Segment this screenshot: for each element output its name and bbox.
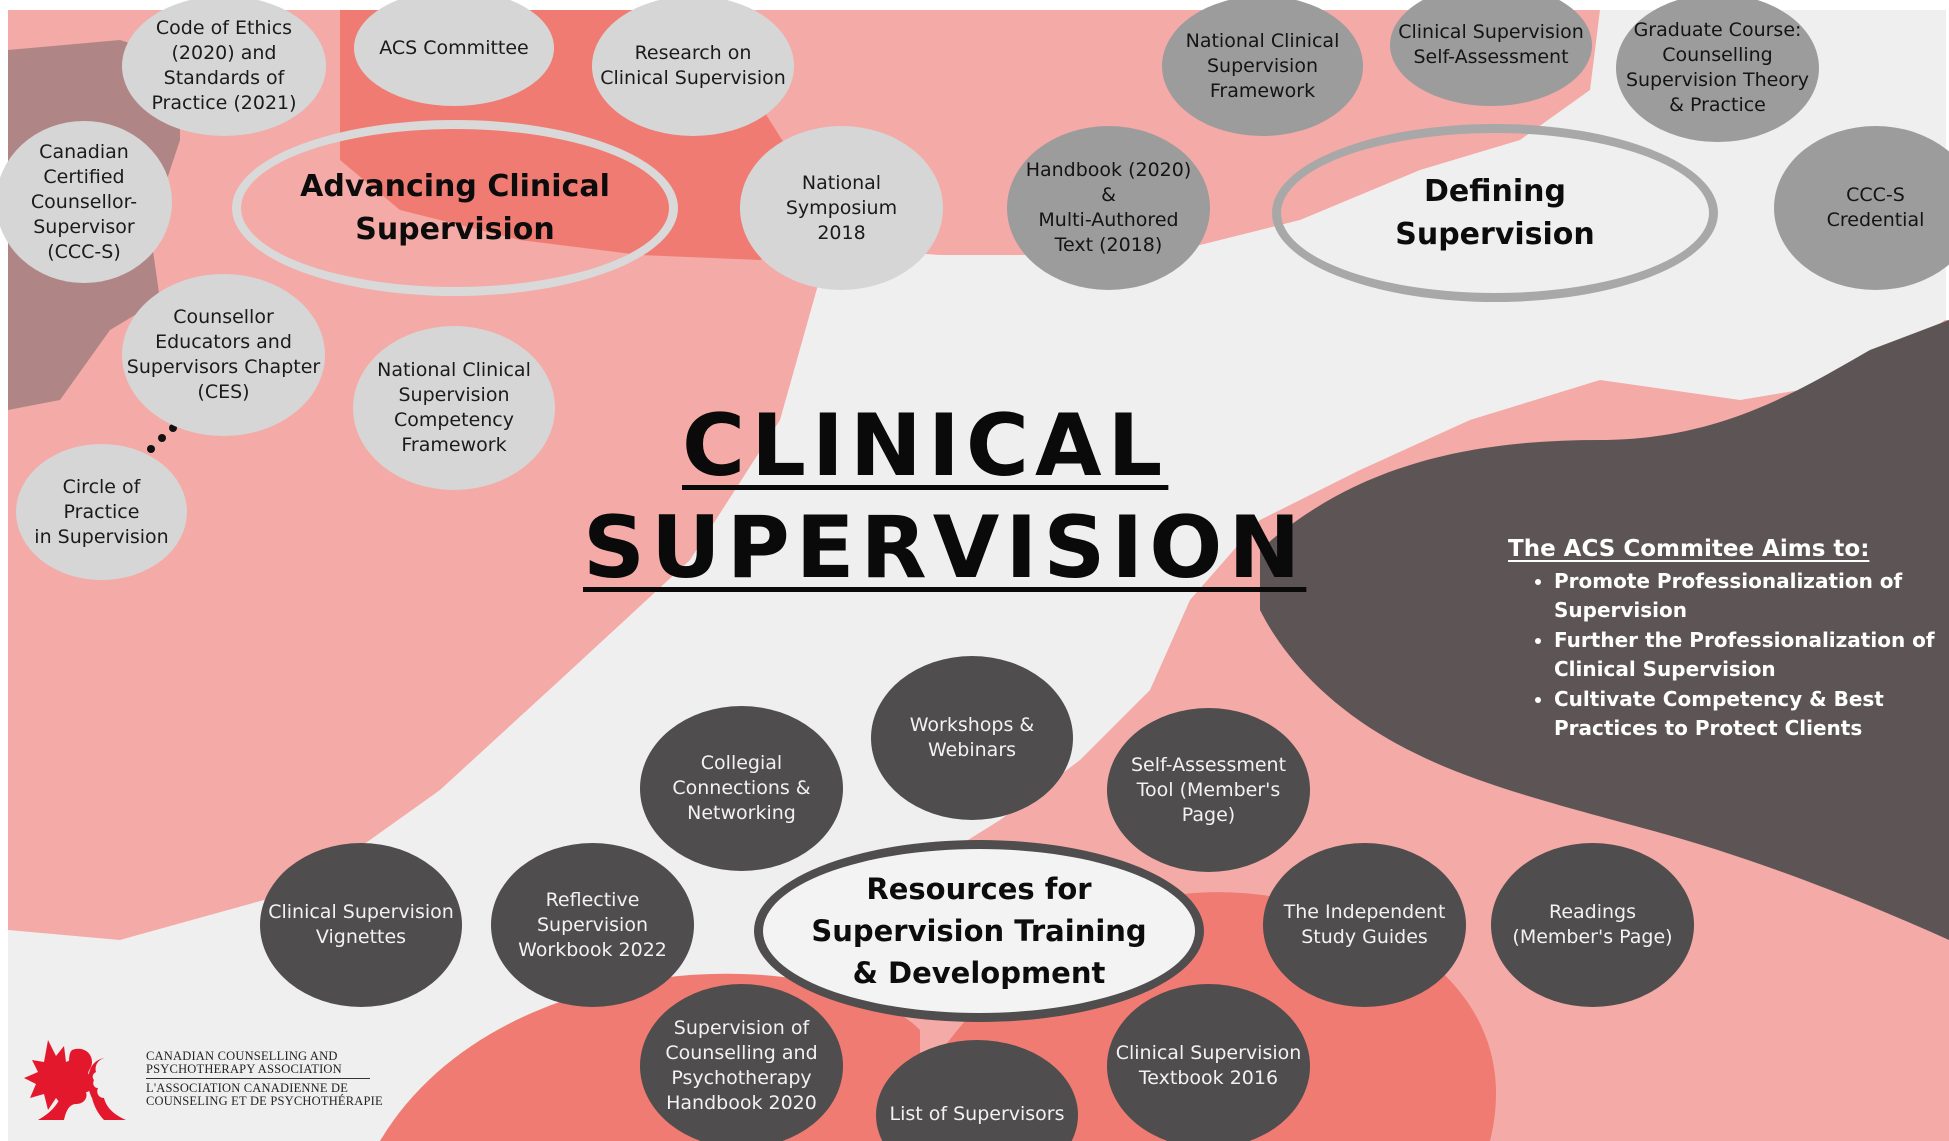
resource-item-workshops: Workshops & Webinars bbox=[871, 656, 1073, 820]
logo-line: COUNSELING ET DE PSYCHOTHÉRAPIE bbox=[146, 1094, 383, 1108]
advancing-item-national-symposium: National Symposium 2018 bbox=[740, 126, 943, 290]
logo-text: CANADIAN COUNSELLING AND PSYCHOTHERAPY A… bbox=[146, 1050, 383, 1108]
advancing-item-circle-of-practice: Circle of Practice in Supervision bbox=[16, 444, 187, 580]
charcoal-blob-right bbox=[1260, 320, 1949, 940]
resource-item-collegial-connections: Collegial Connections & Networking bbox=[640, 706, 843, 871]
ccpa-logo: CANADIAN COUNSELLING AND PSYCHOTHERAPY A… bbox=[8, 1028, 383, 1128]
logo-line: CANADIAN COUNSELLING AND bbox=[146, 1049, 338, 1063]
aims-heading: The ACS Commitee Aims to: bbox=[1508, 536, 1870, 562]
resource-item-handbook-2020: Supervision of Counselling and Psychothe… bbox=[640, 984, 843, 1141]
resource-item-study-guides: The Independent Study Guides bbox=[1263, 843, 1466, 1007]
defining-item-national-framework: National Clinical Supervision Framework bbox=[1162, 0, 1363, 136]
resource-item-readings: Readings (Member's Page) bbox=[1491, 843, 1694, 1007]
defining-item-ccc-s-credential: CCC-S Credential bbox=[1774, 126, 1949, 290]
defining-item-graduate-course: Graduate Course: Counselling Supervision… bbox=[1616, 0, 1819, 142]
resource-item-reflective-workbook: Reflective Supervision Workbook 2022 bbox=[491, 843, 694, 1007]
advancing-item-acs-committee: ACS Committee bbox=[354, 0, 554, 106]
logo-divider bbox=[146, 1078, 370, 1079]
advancing-item-ccc-s: Canadian Certified Counsellor- Superviso… bbox=[0, 121, 172, 283]
maple-leaf-faces-icon bbox=[24, 1040, 126, 1120]
advancing-item-competency-framework: National Clinical Supervision Competency… bbox=[353, 326, 555, 490]
logo-line: PSYCHOTHERAPY ASSOCIATION bbox=[146, 1062, 342, 1076]
advancing-item-code-of-ethics: Code of Ethics (2020) and Standards of P… bbox=[122, 0, 326, 136]
resource-item-textbook-2016: Clinical Supervision Textbook 2016 bbox=[1107, 984, 1310, 1141]
defining-item-self-assessment: Clinical Supervision Self-Assessment bbox=[1390, 0, 1592, 106]
resource-item-self-assessment-tool: Self-Assessment Tool (Member's Page) bbox=[1107, 708, 1310, 872]
logo-line: L'ASSOCIATION CANADIENNE DE bbox=[146, 1081, 349, 1095]
theme-advancing-clinical-supervision: Advancing Clinical Supervision bbox=[232, 120, 678, 296]
aims-list: Promote Professionalization of Supervisi… bbox=[1508, 567, 1948, 743]
main-title-line-2: SUPERVISION bbox=[583, 498, 1307, 598]
theme-resources: Resources for Supervision Training & Dev… bbox=[754, 840, 1204, 1022]
advancing-item-ces-chapter: Counsellor Educators and Supervisors Cha… bbox=[122, 274, 325, 436]
aims-panel: The ACS Commitee Aims to: Promote Profes… bbox=[1508, 533, 1948, 744]
resource-item-vignettes: Clinical Supervision Vignettes bbox=[260, 843, 462, 1007]
aims-item: Cultivate Competency & Best Practices to… bbox=[1554, 685, 1948, 743]
main-title-line-1: CLINICAL bbox=[682, 396, 1169, 496]
advancing-item-research: Research on Clinical Supervision bbox=[592, 0, 794, 136]
defining-item-handbook: Handbook (2020) & Multi-Authored Text (2… bbox=[1007, 126, 1210, 290]
aims-item: Promote Professionalization of Supervisi… bbox=[1554, 567, 1948, 625]
aims-item: Further the Professionalization of Clini… bbox=[1554, 626, 1948, 684]
theme-defining-supervision: Defining Supervision bbox=[1272, 124, 1718, 302]
